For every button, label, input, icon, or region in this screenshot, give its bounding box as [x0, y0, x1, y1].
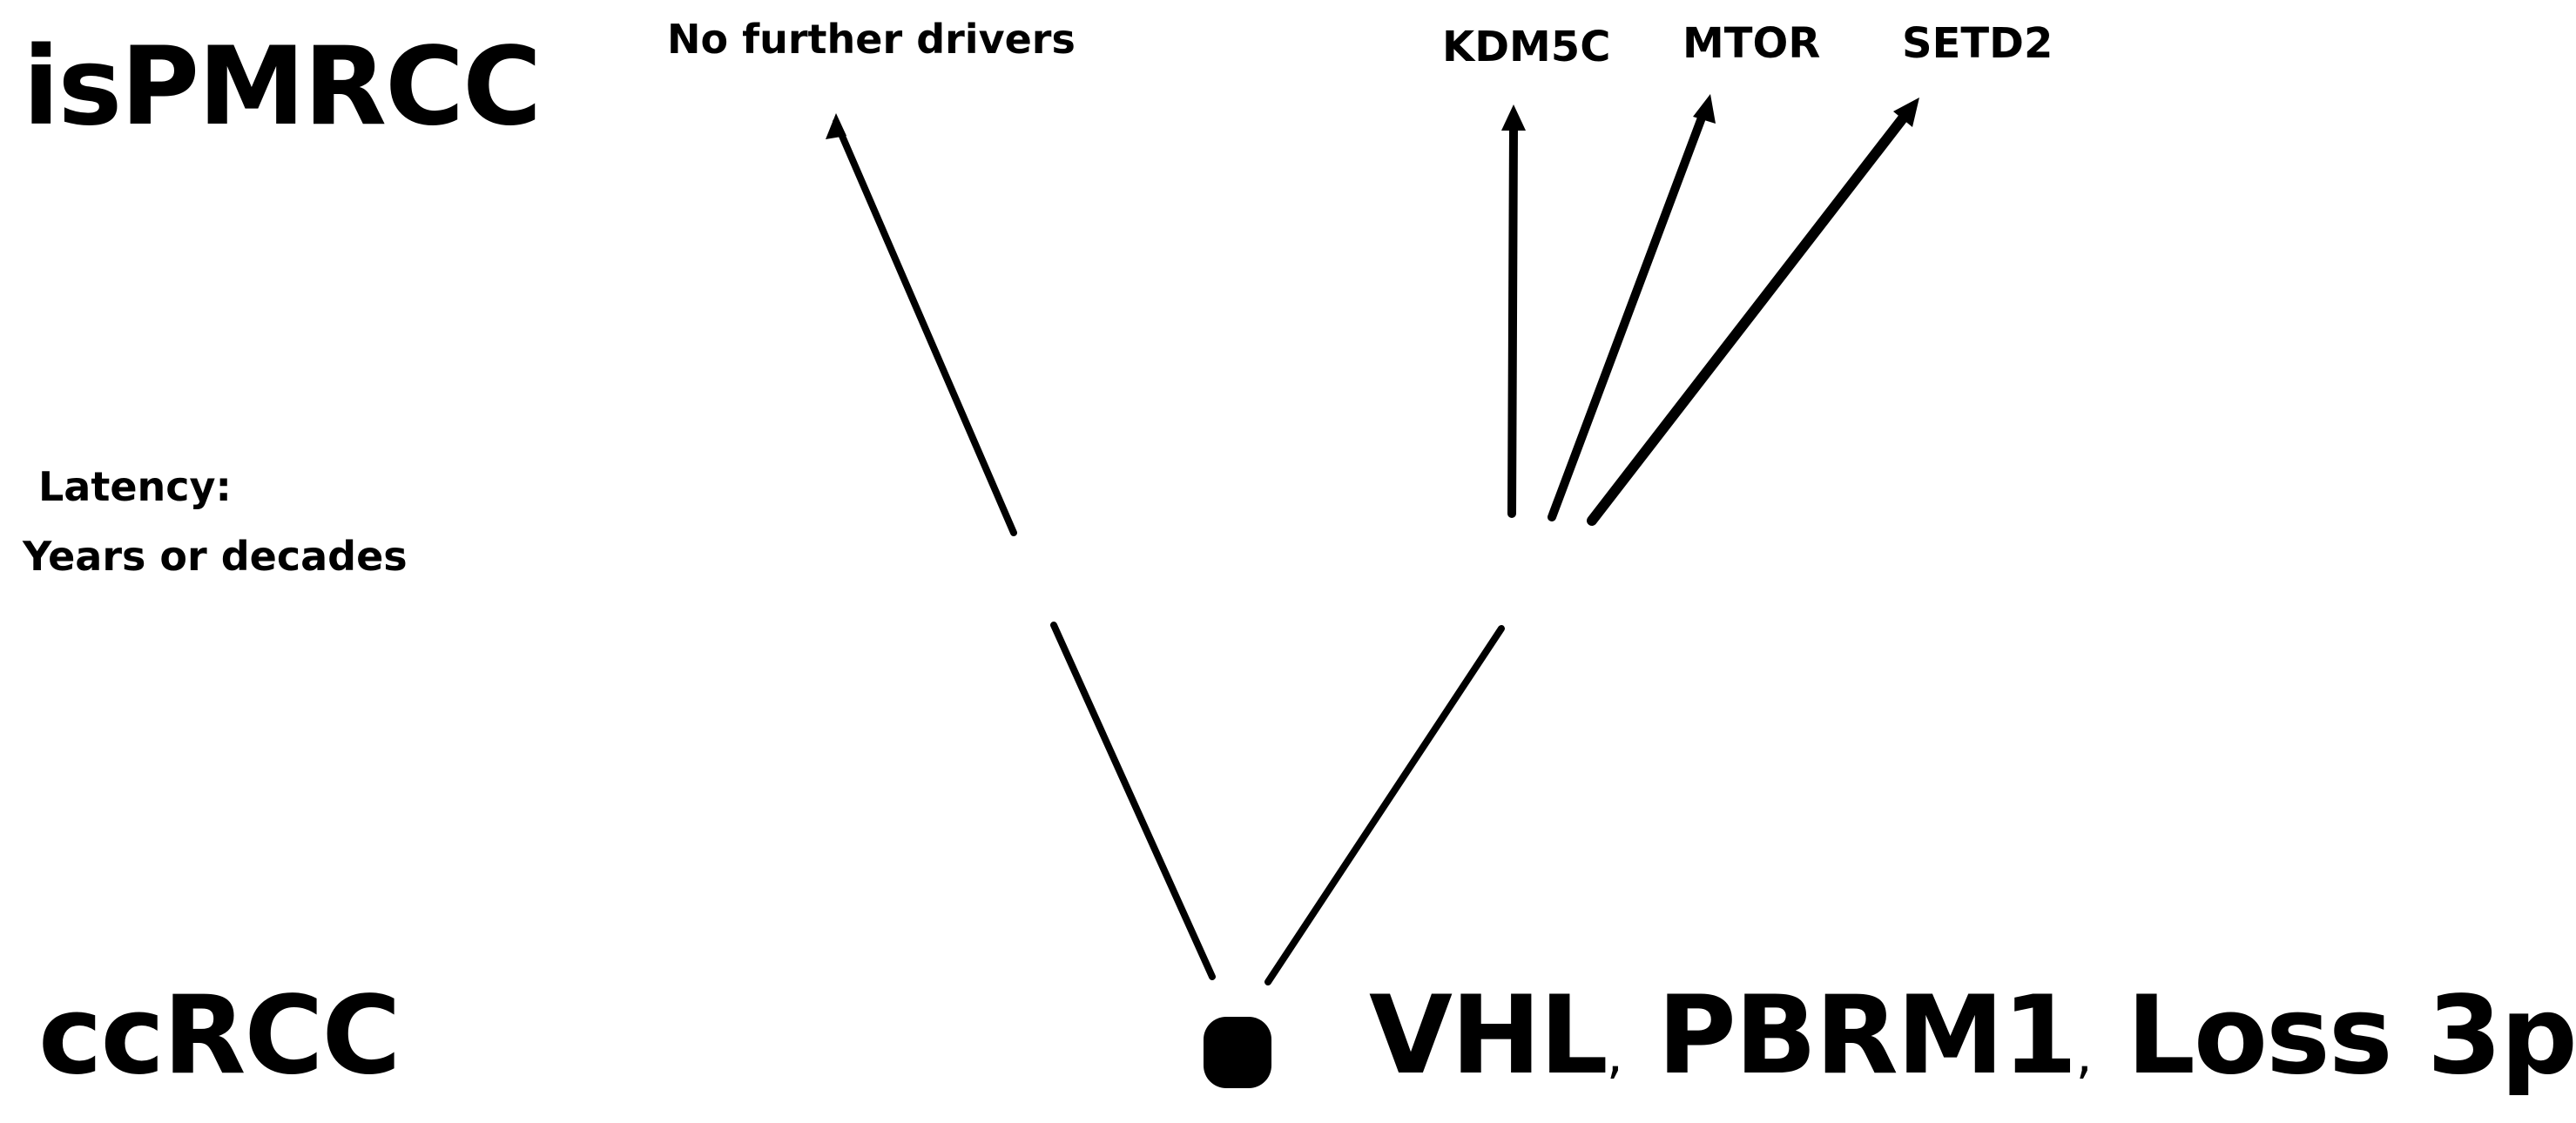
setd2-branch: [1587, 110, 1911, 526]
mtor-branch: [1548, 109, 1708, 521]
trunk-right-branch: [1264, 625, 1505, 985]
mtor-arrowhead: [1693, 94, 1716, 124]
trunk-left-branch: [1050, 622, 1216, 980]
kdm5c-branch: [1507, 123, 1518, 518]
mtor-label: MTOR: [1682, 19, 1821, 68]
comma-separator: ,: [1606, 1025, 1623, 1086]
loss-3p-label: Loss 3p: [2126, 973, 2576, 1099]
truncal-drivers-label: VHL, PBRM1, Loss 3p: [1369, 982, 2576, 1090]
pbrm1-label: PBRM1: [1657, 973, 2078, 1099]
top-level-label: isPMRCC: [23, 24, 542, 150]
kdm5c-label: KDM5C: [1442, 23, 1611, 71]
left-branch-label: No further drivers: [667, 16, 1076, 63]
upper-left-branch: [833, 118, 1017, 536]
phylogenetic-tree-diagram: [826, 94, 1919, 1088]
root-node: [1204, 1017, 1271, 1088]
setd2-label: SETD2: [1902, 19, 2053, 68]
latency-label: Latency:: [38, 463, 232, 510]
kdm5c-arrowhead: [1501, 104, 1526, 131]
vhl-label: VHL: [1369, 973, 1608, 1099]
latency-duration-label: Years or decades: [23, 533, 408, 580]
comma-separator: ,: [2075, 1025, 2093, 1086]
bottom-level-label: ccRCC: [38, 973, 401, 1099]
upper-left-branch-arrowhead: [826, 113, 846, 139]
setd2-arrowhead: [1893, 98, 1919, 127]
